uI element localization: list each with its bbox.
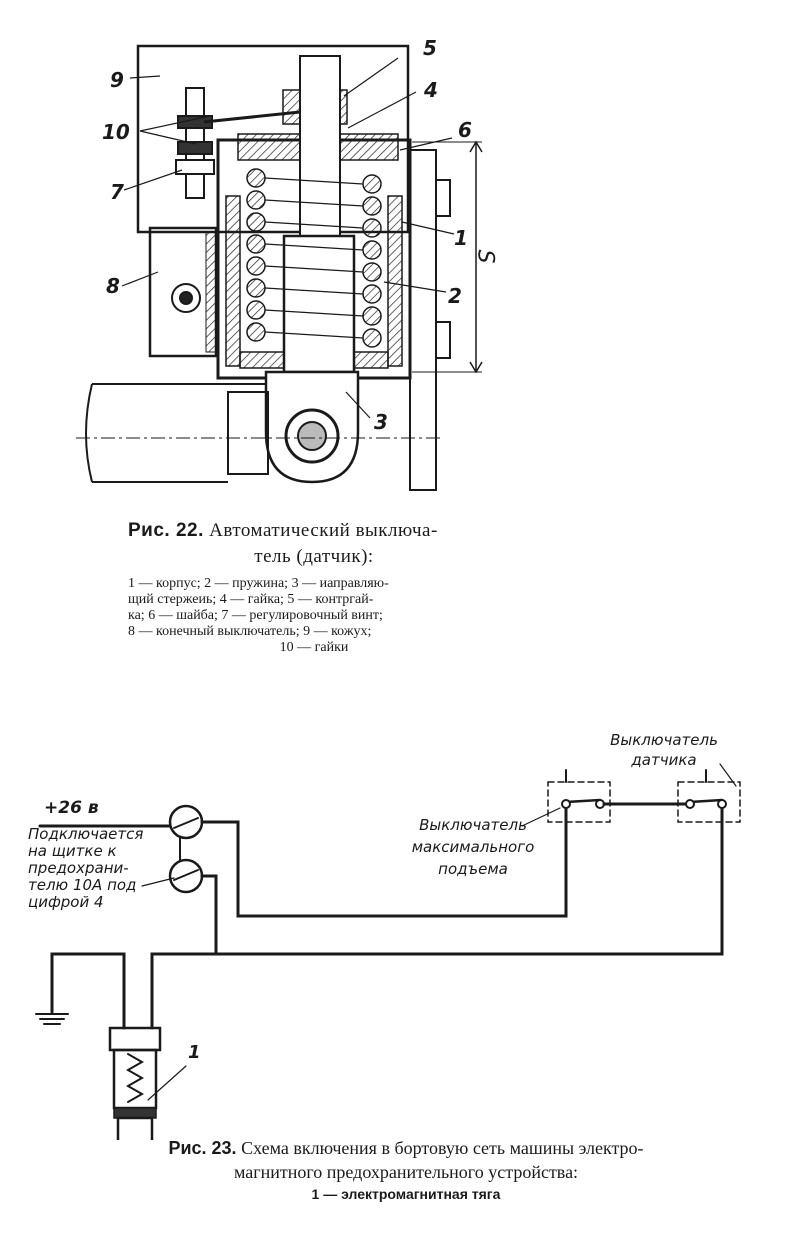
fig23-label: Рис. 23. — [168, 1138, 237, 1158]
fig22-legend-line5: 10 — гайки — [279, 640, 349, 655]
callout-5: 5 — [423, 36, 437, 60]
spring-right — [362, 174, 382, 348]
voltage-label: +26 в — [44, 798, 99, 818]
sensor-switch-contact — [688, 798, 724, 804]
sensor-switch-node-b — [717, 799, 727, 809]
connection-note-line3: предохрани- — [28, 859, 129, 877]
callout-9: 9 — [110, 68, 124, 92]
housing-wall-right — [387, 195, 403, 367]
fig22-title-line1: Рис. 22. Автоматический выключа- — [128, 518, 500, 544]
fig23-caption-text1: Схема включения в бортовую сеть машины э… — [241, 1138, 644, 1158]
callout-7: 7 — [110, 180, 124, 204]
nut-10b — [177, 141, 213, 155]
housing-wall-left — [225, 195, 241, 367]
terminal-lower-link — [173, 869, 199, 881]
clevis-eye — [284, 408, 340, 464]
return-wire — [214, 800, 724, 956]
sensor-switch-label: Выключатель датчика — [586, 730, 742, 770]
connection-note-line2: на щитке к — [28, 842, 117, 860]
terminal-upper-link — [173, 817, 199, 829]
callout-8: 8 — [106, 274, 120, 298]
callout-3: 3 — [374, 410, 388, 434]
max-lift-switch-contact — [564, 798, 602, 804]
callout-6: 6 — [458, 118, 472, 142]
max-lift-switch-node-a — [561, 799, 571, 809]
fig22-legend: 1 — корпус; 2 — пружина; 3 — иаправляю- … — [128, 576, 500, 656]
limit-switch-plate — [205, 231, 217, 353]
dimension-arrow-bottom — [469, 361, 483, 374]
lever-arm — [203, 110, 301, 124]
callout-1: 1 — [454, 226, 468, 250]
spring-left — [246, 168, 266, 342]
fig23-legend: 1 — электромагнитная тяга — [311, 1186, 501, 1202]
fig23-caption-line2: магнитного предохранительного устройства… — [233, 1162, 579, 1182]
callout-2: 2 — [448, 284, 462, 308]
wiring-schematic — [35, 763, 741, 1140]
bolt-bottom — [435, 321, 451, 359]
leader-lines — [121, 57, 455, 419]
fig23-caption-line1: Рис. 23. Схема включения в бортовую сеть… — [66, 1136, 746, 1160]
spring-links — [264, 177, 364, 339]
electromagnetic-solenoid — [108, 1026, 162, 1140]
bolt-top — [435, 179, 451, 217]
shaft-lug — [227, 391, 269, 475]
max-lift-switch-label-line1: Выключатель — [419, 816, 527, 834]
schematic-leaders — [141, 763, 737, 1101]
limit-switch-pin — [179, 291, 193, 305]
fig22-legend-line4: 8 — конечный выключатель; 9 — кожух; — [128, 624, 372, 639]
sensor-switch-node-a — [685, 799, 695, 809]
sensor-switch-label-line2: датчика — [631, 751, 697, 769]
fig22-legend-line2: щий стержеиь; 4 — гайка; 5 — контргай- — [128, 592, 374, 607]
connection-note-line1: Подключается — [28, 825, 144, 843]
callout-4: 4 — [424, 78, 438, 102]
max-lift-switch-box — [547, 781, 611, 823]
solenoid-callout: 1 — [188, 1042, 201, 1063]
ground-wire — [50, 952, 126, 1030]
max-lift-switch-label: Выключатель максимального подъема — [398, 814, 548, 880]
callout-10: 10 — [102, 120, 130, 144]
connection-note: Подключается на щитке к предохрани- телю… — [28, 826, 168, 911]
mounting-bracket — [409, 149, 437, 491]
fig22-legend-line3: ка; 6 — шайба; 7 — регулировочный винт; — [128, 608, 383, 623]
connection-note-line4: телю 10А под — [28, 876, 137, 894]
sensor-switch-label-line1: Выключатель — [610, 731, 718, 749]
max-lift-switch-label-line3: подъема — [438, 860, 508, 878]
ground-symbol — [35, 1013, 69, 1025]
max-lift-switch-label-line2: максимального — [411, 838, 535, 856]
limit-switch-pivot — [171, 283, 201, 313]
sensor-switch-box — [677, 781, 741, 823]
fig22-legend-line1: 1 — корпус; 2 — пружина; 3 — иаправляю- — [128, 576, 389, 591]
fig22-title-text1: Автоматический выключа- — [209, 520, 438, 541]
fig22-label: Рис. 22. — [128, 520, 204, 541]
dimension-arrow-top — [469, 140, 483, 153]
sensor-assembly-drawing — [76, 44, 483, 491]
clevis-pin — [297, 421, 327, 451]
figure-23-caption: Рис. 23. Схема включения в бортовую сеть… — [66, 1136, 746, 1204]
wire-to-max-lift-switch — [200, 800, 568, 918]
shaft-break — [85, 383, 93, 483]
fig22-title-line2: тель (датчик): — [254, 546, 374, 567]
connection-note-line5: цифрой 4 — [28, 893, 104, 911]
screw-head — [175, 159, 215, 175]
figure-22-caption: Рис. 22. Автоматический выключа- тель (д… — [128, 518, 500, 656]
